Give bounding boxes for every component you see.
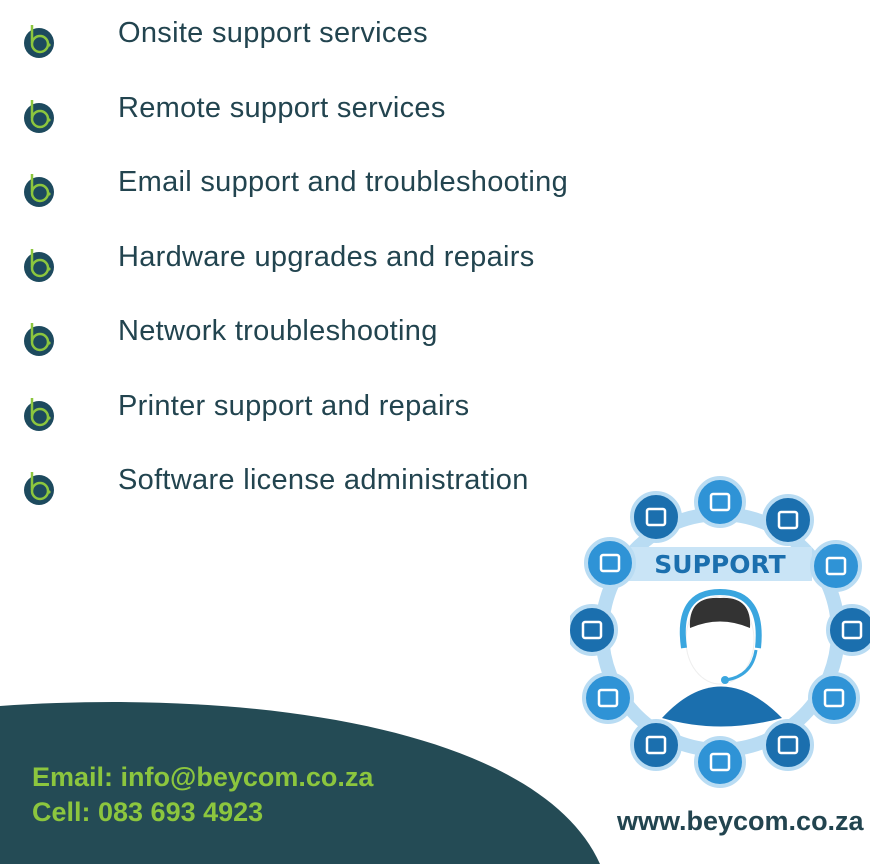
service-label: Hardware upgrades and repairs <box>118 241 535 273</box>
tools-icon <box>694 736 746 788</box>
service-item: Network troubleshooting <box>0 315 640 356</box>
service-item: Onsite support services <box>0 17 640 58</box>
phone-icon <box>808 672 860 724</box>
bullet-logo-icon <box>24 398 54 431</box>
handshake-icon <box>810 540 862 592</box>
service-label: Remote support services <box>118 92 446 124</box>
browser-icon <box>570 604 618 656</box>
service-item: Remote support services <box>0 92 640 133</box>
service-label: Software license administration <box>118 464 529 496</box>
calendar-icon <box>694 476 746 528</box>
bullet-logo-icon <box>24 25 54 58</box>
bullet-logo-icon <box>24 100 54 133</box>
service-label: Printer support and repairs <box>118 390 470 422</box>
gear-icon <box>630 491 682 543</box>
bullet-logo-icon <box>24 472 54 505</box>
service-label: Network troubleshooting <box>118 315 438 347</box>
service-item: Printer support and repairs <box>0 390 640 431</box>
support-graphic: SUPPORT <box>570 476 870 788</box>
service-item: Email support and troubleshooting <box>0 166 640 207</box>
service-label: Email support and troubleshooting <box>118 166 569 198</box>
contact-cell[interactable]: Cell: 083 693 4923 <box>32 797 264 827</box>
mail-icon <box>582 672 634 724</box>
stopwatch-icon <box>762 494 814 546</box>
cursor-icon <box>584 537 636 589</box>
bullet-logo-icon <box>24 174 54 207</box>
bullet-logo-icon <box>24 249 54 282</box>
bullet-logo-icon <box>24 323 54 356</box>
tablet-chat-icon <box>826 604 870 656</box>
service-item: Hardware upgrades and repairs <box>0 241 640 282</box>
chat-icon <box>630 719 682 771</box>
laptop-icon <box>762 719 814 771</box>
support-title: SUPPORT <box>654 550 785 579</box>
website-link[interactable]: www.beycom.co.za <box>617 806 864 836</box>
service-item: Software license administration <box>0 464 640 505</box>
service-label: Onsite support services <box>118 17 428 49</box>
contact-email[interactable]: Email: info@beycom.co.za <box>32 762 374 792</box>
